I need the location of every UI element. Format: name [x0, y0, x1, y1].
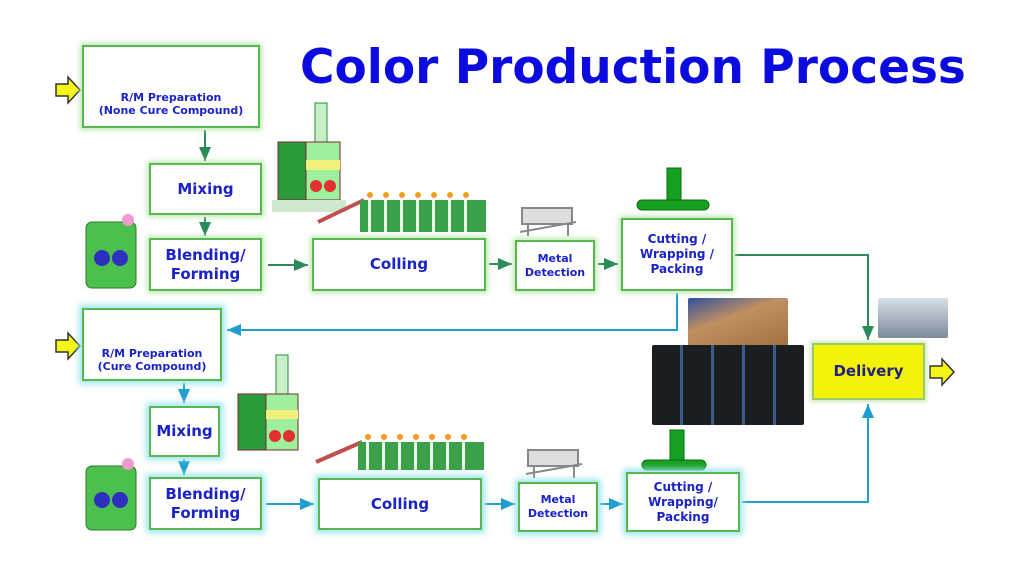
colling-box: Colling [318, 478, 482, 530]
rm1-label-line1: R/M Preparation [120, 90, 222, 104]
connector-cutting1-rm2 [227, 293, 678, 336]
input-arrow-icon [55, 75, 82, 105]
mixing-box: Mixing [149, 163, 262, 215]
packed-product-photo [652, 345, 804, 425]
cooling-conveyor-icon [315, 434, 484, 470]
connector-cutting2-delivery [742, 404, 874, 503]
cutting-wrapping-packing-box: Cutting /Wrapping/Packing [626, 472, 740, 532]
metal-label: Metal [540, 493, 576, 507]
delivery-box: Delivery [812, 343, 925, 400]
input-arrow-icon [55, 331, 82, 361]
cutting-label: Cutting / [653, 479, 713, 494]
output-arrow-icon [929, 357, 956, 387]
wrapping-label: Wrapping/ [648, 494, 718, 509]
metal-detector-icon [519, 207, 577, 236]
connector-cutting1-delivery [735, 254, 874, 340]
rm2-label-line1: R/M Preparation [101, 346, 203, 360]
blending-forming-box: Blending/Forming [149, 477, 262, 530]
forming-label: Forming [170, 264, 241, 283]
colling-box: Colling [312, 238, 486, 291]
metal-label: Metal [537, 251, 573, 265]
blending-label: Blending/ [165, 484, 246, 503]
detection-label: Detection [524, 265, 586, 279]
cutting-wrapping-packing-box: Cutting /Wrapping /Packing [621, 218, 733, 291]
metal-detector-icon [525, 449, 583, 478]
packing-label: Packing [650, 262, 704, 276]
mixer-machine-icon [272, 102, 346, 212]
detection-label: Detection [527, 507, 589, 520]
forming-label: Forming [170, 503, 241, 522]
blender-machine-icon [85, 458, 137, 531]
truck-photo [878, 298, 948, 338]
page-title: Color Production Process [300, 40, 966, 95]
rm-preparation-none-cure-box: R/M Preparation(None Cure Compound) [82, 45, 260, 128]
wrapping-label: Wrapping / [639, 247, 715, 261]
packing-conveyor-photo [688, 298, 788, 348]
rm1-label-line2: (None Cure Compound) [98, 104, 244, 118]
cutter-machine-icon [641, 429, 707, 471]
rm-preparation-cure-box: R/M Preparation(Cure Compound) [82, 308, 222, 381]
packing-label: Packing [656, 509, 710, 524]
mixer-machine-icon [237, 354, 299, 451]
mixing-box: Mixing [149, 406, 220, 457]
cooling-conveyor-icon [317, 192, 486, 232]
blending-forming-box: Blending/Forming [149, 238, 262, 291]
cutter-machine-icon [636, 167, 710, 211]
rm2-label-line2: (Cure Compound) [97, 360, 207, 374]
blending-label: Blending/ [165, 245, 246, 264]
blender-machine-icon [85, 214, 137, 289]
cutting-label: Cutting / [647, 232, 707, 246]
